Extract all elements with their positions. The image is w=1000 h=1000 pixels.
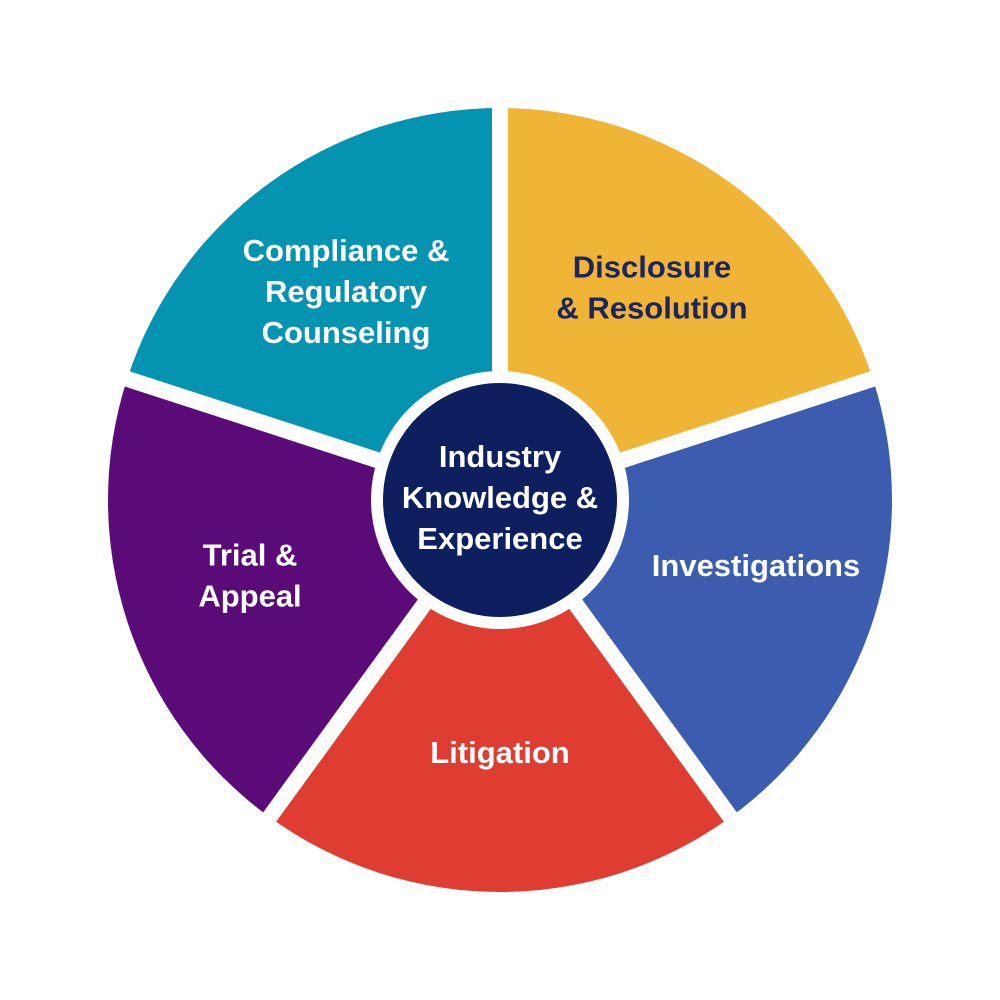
segment-label-line: Appeal bbox=[198, 579, 301, 614]
segment-label-4: Trial & Appeal bbox=[198, 538, 301, 614]
wheel-segment-3 bbox=[269, 500, 731, 892]
segment-label-3: Litigation bbox=[430, 735, 569, 770]
segment-label-2: Investigations bbox=[652, 548, 860, 583]
segment-label-line: Disclosure bbox=[573, 250, 732, 285]
center-hub-circle bbox=[383, 383, 617, 617]
segment-label-line: & Resolution bbox=[556, 291, 747, 326]
segment-label-line: Counseling bbox=[262, 315, 431, 350]
segment-label-line: Compliance & bbox=[243, 233, 450, 268]
segment-label-line: Litigation bbox=[430, 735, 569, 770]
center-label-line: Industry bbox=[439, 439, 562, 474]
segment-label-1: Disclosure & Resolution bbox=[556, 250, 747, 326]
segment-label-line: Trial & bbox=[203, 538, 298, 573]
center-label-line: Experience bbox=[417, 521, 582, 556]
labels-layer: Disclosure & ResolutionInvestigationsLiti… bbox=[198, 233, 860, 770]
center-label-line: Knowledge & bbox=[402, 480, 598, 515]
segment-label-line: Investigations bbox=[652, 548, 860, 583]
segment-label-line: Regulatory bbox=[265, 274, 428, 309]
